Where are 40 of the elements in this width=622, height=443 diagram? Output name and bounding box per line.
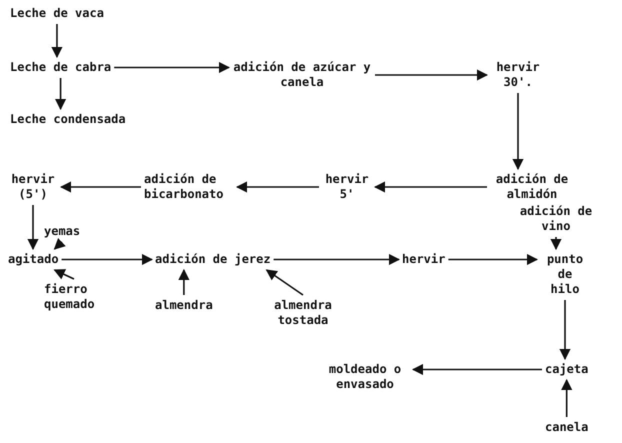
arrow	[448, 254, 538, 266]
step-label: yemas	[44, 224, 80, 239]
step-label: adición de azúcar y canela	[232, 60, 372, 90]
step-label: almendra	[155, 298, 213, 313]
step-label: canela	[545, 420, 588, 435]
step-label: cajeta	[545, 362, 588, 377]
arrow	[375, 69, 488, 81]
step-label: adición de bicarbonato	[144, 172, 234, 202]
arrow	[54, 78, 66, 110]
step-label: hervir 30'.	[490, 60, 546, 90]
step-label: adición de vino	[516, 204, 596, 234]
arrow	[266, 269, 304, 296]
arrow	[236, 181, 319, 193]
arrow	[274, 254, 400, 266]
step-label: moldeado o envasado	[320, 362, 410, 392]
arrow	[54, 238, 66, 250]
step-label: hervir	[402, 252, 446, 267]
step-label: Leche condensada	[10, 112, 126, 127]
step-label: Leche de cabra	[10, 60, 112, 75]
arrow	[62, 254, 154, 266]
step-label: hervir (5')	[8, 172, 58, 202]
step-label: fierro quemado	[44, 282, 104, 312]
arrow	[54, 269, 74, 280]
arrow	[550, 237, 562, 250]
arrow	[559, 300, 571, 360]
arrow	[412, 364, 542, 376]
step-label: hervir 5'	[322, 172, 372, 202]
arrow	[178, 268, 190, 295]
step-label: agitado	[8, 252, 59, 267]
arrow	[51, 24, 63, 58]
step-label: almendra tostada	[268, 298, 338, 328]
arrow	[114, 62, 230, 74]
step-label: Leche de vaca	[10, 6, 104, 21]
arrow	[27, 205, 39, 250]
arrow	[60, 181, 141, 193]
step-label: adición de jerez	[155, 252, 271, 267]
arrow	[374, 181, 487, 193]
step-label: punto de hilo	[540, 252, 590, 297]
arrow	[512, 93, 524, 170]
arrow	[561, 378, 572, 417]
